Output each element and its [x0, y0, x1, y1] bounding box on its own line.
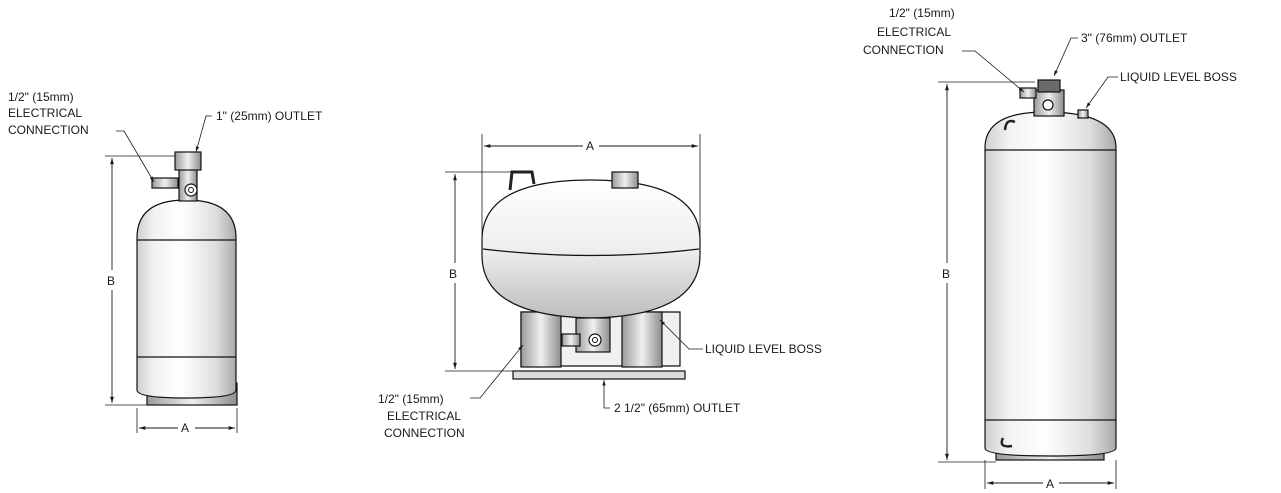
large-cylinder-outlet — [1037, 79, 1061, 93]
sphere-liquid-level-boss — [611, 171, 639, 189]
small-cylinder — [136, 151, 238, 406]
sphere-lifting-lug — [508, 170, 536, 191]
sphere-outlet-leader — [602, 380, 610, 409]
sphere-dim-b: B — [449, 267, 457, 281]
large-cylinder-dim-b: B — [942, 267, 950, 281]
small-cylinder-body — [136, 199, 237, 399]
small-cylinder-gauge-icon — [184, 183, 198, 197]
sphere-stand-right-leg — [621, 311, 663, 368]
large-cylinder-bottom-handle — [1000, 437, 1013, 448]
small-cylinder-outlet-label: 1" (25mm) OUTLET — [216, 109, 323, 123]
small-cylinder-electrical-label-line1: 1/2" (15mm) — [8, 90, 74, 104]
small-cylinder-outlet-valve — [174, 151, 202, 171]
large-cylinder-dim-a: A — [1046, 477, 1054, 491]
sphere-stand-left-leg — [520, 311, 562, 368]
small-cylinder-electrical-label-line3: CONNECTION — [8, 123, 89, 137]
small-cylinder-dim-a: A — [181, 421, 189, 435]
large-cylinder — [984, 79, 1117, 461]
sphere-body — [481, 179, 701, 319]
small-cylinder-dim-b: B — [107, 274, 115, 288]
sphere-seam — [482, 248, 700, 257]
small-cylinder-electrical-leader — [116, 130, 155, 183]
small-cylinder-outlet-leader — [195, 115, 212, 153]
sphere-base-plate — [512, 370, 686, 380]
sphere-electrical-label-line2: ELECTRICAL — [387, 409, 461, 423]
sphere-electrical-fitting — [561, 333, 581, 347]
small-cylinder-electrical-label-line2: ELECTRICAL — [8, 106, 82, 120]
sphere-dim-a: A — [586, 139, 594, 153]
sphere-gauge-icon — [588, 333, 602, 347]
spherical-tank — [481, 170, 701, 380]
large-cylinder-liquid-level-boss — [1077, 109, 1089, 119]
large-cylinder-body — [984, 111, 1117, 457]
sphere-electrical-label-line1: 1/2" (15mm) — [378, 392, 444, 406]
sphere-electrical-label-line3: CONNECTION — [384, 426, 465, 440]
large-cylinder-lift-handle — [1003, 119, 1016, 131]
sphere-outlet-label: 2 1/2" (65mm) OUTLET — [614, 401, 741, 415]
sphere-electrical-leader — [470, 344, 524, 399]
large-cylinder-outlet-leader — [1053, 37, 1078, 77]
large-cylinder-electrical-fitting — [1019, 87, 1037, 99]
sphere-liquid-level-label: LIQUID LEVEL BOSS — [705, 342, 822, 356]
large-cylinder-liquid-level-leader — [1085, 76, 1118, 109]
large-cylinder-electrical-leader — [962, 50, 1025, 93]
small-cylinder-electrical-fitting — [151, 177, 179, 189]
large-cylinder-liquid-level-label: LIQUID LEVEL BOSS — [1120, 70, 1237, 84]
large-cylinder-gauge-icon — [1042, 99, 1054, 111]
sphere-liquid-level-leader — [659, 319, 703, 350]
large-cylinder-electrical-label-line3: CONNECTION — [863, 43, 944, 57]
small-cylinder-neck — [178, 166, 198, 202]
large-cylinder-outlet-label: 3" (76mm) OUTLET — [1081, 31, 1188, 45]
large-cylinder-electrical-label-line2: ELECTRICAL — [877, 25, 951, 39]
large-cylinder-electrical-label-line1: 1/2" (15mm) — [889, 6, 955, 20]
